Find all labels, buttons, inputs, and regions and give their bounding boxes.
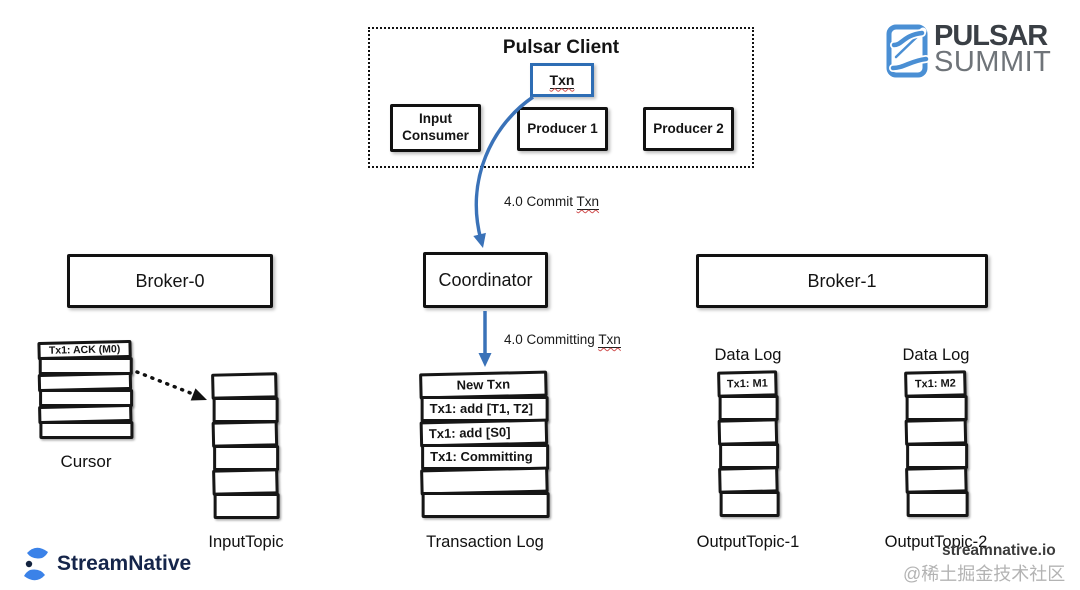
input-topic-row xyxy=(211,372,278,400)
pulsar-client-group: Pulsar Client xyxy=(368,27,754,168)
cursor-to-inputtopic-arrow xyxy=(135,370,195,396)
commit-arrow-label: 4.0 Commit Txn xyxy=(504,194,600,210)
output-topic1-row xyxy=(717,418,779,446)
output-topic1-label: OutputTopic-1 xyxy=(696,533,800,551)
input-consumer-box: Input Consumer xyxy=(390,104,481,152)
output-topic1-row xyxy=(719,442,780,469)
producer2-label: Producer 2 xyxy=(653,120,724,136)
txn-box: Txn xyxy=(530,63,594,97)
committing-txn-arrowhead xyxy=(478,353,492,367)
committing-arrow-prefix: 4.0 Committing xyxy=(504,332,595,347)
cursor-row xyxy=(39,420,134,439)
input-topic-row xyxy=(212,397,279,424)
input-topic-row xyxy=(213,444,280,471)
output-topic2-row xyxy=(906,442,969,469)
committing-arrow-label: 4.0 Committing Txn xyxy=(504,332,621,348)
committing-arrow-word: Txn xyxy=(598,332,621,348)
txn-label: Txn xyxy=(549,71,575,89)
output-topic1-stack: Tx1: M1 xyxy=(717,370,780,518)
streamnative-icon xyxy=(24,547,48,581)
output-topic1-row xyxy=(718,466,779,494)
pulsar-summit-icon xyxy=(886,24,930,78)
output-topic1-row: Tx1: M1 xyxy=(717,370,778,398)
output-topic1-row xyxy=(719,490,780,517)
pulsar-wordmark-line1: PULSAR xyxy=(934,20,1048,52)
input-consumer-label: Input Consumer xyxy=(402,111,469,143)
pulsar-client-title: Pulsar Client xyxy=(502,37,620,58)
output-topic2-stack: Tx1: M2 xyxy=(904,370,969,518)
output-topic2-row: Tx1: M2 xyxy=(904,370,967,398)
producer2-box: Producer 2 xyxy=(643,107,734,151)
input-topic-row xyxy=(213,492,280,519)
producer1-box: Producer 1 xyxy=(517,107,608,151)
broker0-box: Broker-0 xyxy=(67,254,273,308)
output-topic2-label: OutputTopic-2 xyxy=(884,533,988,551)
output-topic2-row xyxy=(905,395,968,422)
cursor-stack: Tx1: ACK (M0) xyxy=(37,339,134,440)
cursor-label: Cursor xyxy=(60,452,112,471)
cursor-to-inputtopic-arrowhead xyxy=(190,388,207,401)
input-topic-label: InputTopic xyxy=(208,533,284,551)
data-log-label-1: Data Log xyxy=(714,346,782,364)
input-topic-stack xyxy=(211,372,280,520)
watermark-community: @稀土掘金技术社区 xyxy=(903,564,1066,584)
watermark-site: streamnative.io xyxy=(942,542,1056,559)
input-topic-row xyxy=(212,468,279,496)
pulsar-wordmark-line2: SUMMIT xyxy=(934,46,1052,78)
producer1-label: Producer 1 xyxy=(527,120,598,136)
broker0-label: Broker-0 xyxy=(135,270,205,291)
output-topic1-row xyxy=(718,395,779,422)
coordinator-box: Coordinator xyxy=(423,252,548,308)
commit-arrow-word: Txn xyxy=(576,194,600,210)
input-topic-row xyxy=(211,420,279,448)
streamnative-wordmark: StreamNative xyxy=(57,552,192,575)
commit-arrow-prefix: 4.0 Commit xyxy=(504,194,574,209)
coordinator-label: Coordinator xyxy=(438,269,533,290)
broker1-label: Broker-1 xyxy=(807,270,877,291)
output-topic2-row xyxy=(906,490,969,517)
output-topic2-row xyxy=(905,466,968,494)
pulsar-summit-wordmark: PULSAR SUMMIT xyxy=(934,20,1052,78)
output-topic2-row xyxy=(904,418,968,446)
transaction-log-label: Transaction Log xyxy=(426,533,544,551)
transaction-log-row xyxy=(421,491,550,518)
data-log-label-2: Data Log xyxy=(902,346,970,364)
broker1-box: Broker-1 xyxy=(696,254,988,308)
commit-txn-arrowhead xyxy=(473,232,486,248)
transaction-log-stack: New Txn Tx1: add [T1, T2] Tx1: add [S0] … xyxy=(419,370,550,518)
